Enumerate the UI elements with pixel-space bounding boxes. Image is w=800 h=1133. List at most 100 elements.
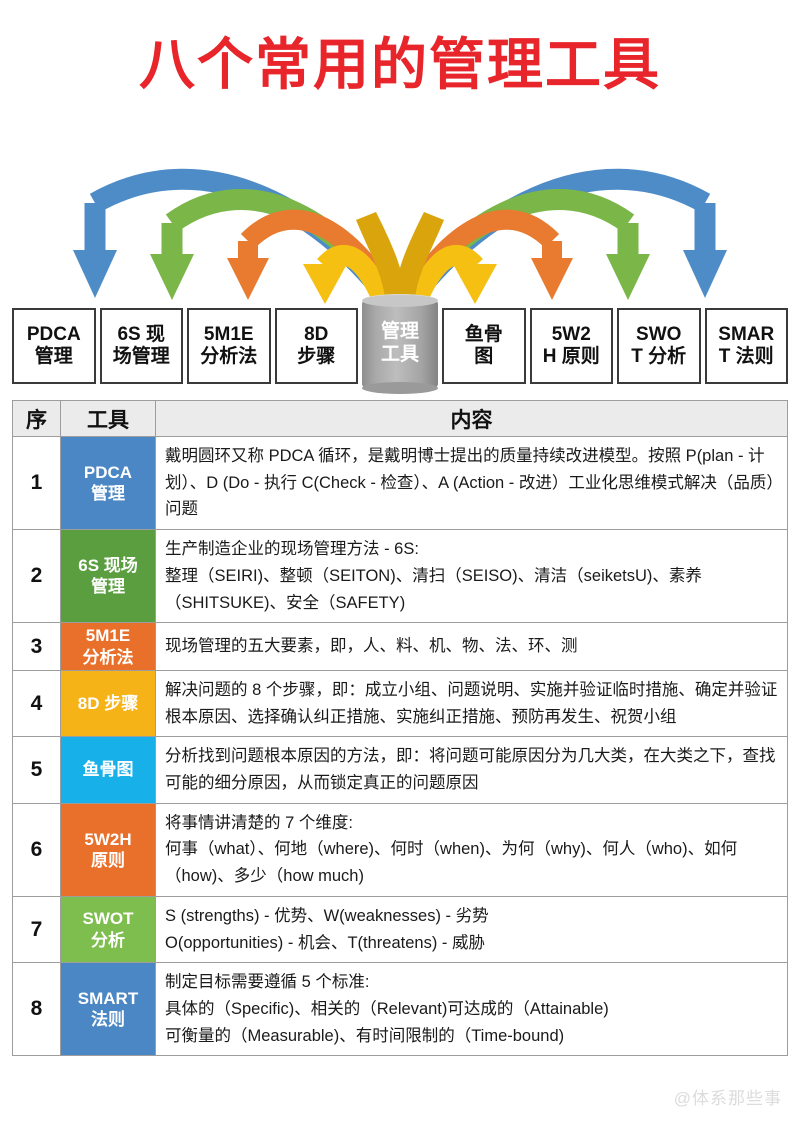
column-header-content: 内容 [155, 400, 788, 437]
row-tool-line1: SWOT [82, 909, 134, 929]
row-content-line: 分析找到问题根本原因的方法，即：将问题可能原因分为几大类，在大类之下，查找可能的… [165, 747, 776, 792]
table-row: 4 8D 步骤 解决问题的 8 个步骤，即：成立小组、问题说明、实施并验证临时措施、… [12, 669, 788, 738]
tool-box-6s-line1: 6S 现 [117, 323, 166, 345]
row-content-line: 可衡量的（Measurable)、有时间限制的（Time-bound) [165, 1026, 565, 1045]
row-content-line: 何事（what）、何地（where)、何时（when)、为何（why)、何人（w… [165, 840, 738, 886]
tool-box-8d-line2: 步骤 [297, 346, 336, 367]
arrow-yellow-right [405, 245, 497, 308]
row-content-line: 生产制造企业的现场管理方法 - 6S: [165, 540, 419, 559]
row-content: 生产制造企业的现场管理方法 - 6S: 整理（SEIRI)、整顿（SEITON)、… [155, 529, 788, 624]
row-tool-badge: 6S 现场管理 [60, 529, 156, 624]
watermark: @体系那些事 [673, 1089, 782, 1108]
center-node-line2: 工具 [380, 344, 419, 365]
row-seq: 6 [12, 802, 61, 897]
tool-box-swot-line1: SWO [636, 323, 682, 345]
tool-box-swot-line2: T 分析 [631, 346, 687, 367]
row-tool-line1: 5M1E [85, 626, 131, 646]
tool-box-5m1e[interactable]: 5M1E 分析法 [187, 308, 271, 384]
row-tool-line1: PDCA [83, 462, 133, 482]
row-tool-badge: 8D 步骤 [60, 669, 156, 738]
row-content-line: S (strengths) - 优势、W(weaknesses) - 劣势 [165, 906, 489, 925]
row-content-line: 制定目标需要遵循 5 个标准: [165, 973, 370, 992]
table-header-row: 序 工具 内容 [12, 400, 788, 437]
tool-box-pdca-line1: PDCA [26, 323, 81, 345]
page-title: 八个常用的管理工具 [139, 33, 661, 96]
row-content: 戴明圆环又称 PDCA 循环，是戴明博士提出的质量持续改进模型。按照 P(pla… [155, 435, 788, 531]
tool-box-6s[interactable]: 6S 现 场管理 [99, 308, 183, 384]
column-header-seq: 序 [12, 400, 61, 437]
row-seq: 8 [12, 962, 61, 1057]
row-tool-line2: 分析 [91, 930, 125, 950]
tool-box-5m1e-line1: 5M1E [203, 323, 254, 345]
row-content: 解决问题的 8 个步骤，即：成立小组、问题说明、实施并验证临时措施、确定并验证根… [155, 669, 788, 738]
row-content: S (strengths) - 优势、W(weaknesses) - 劣势 O(o… [155, 895, 788, 964]
row-tool-line1: 6S 现场 [78, 555, 138, 575]
tool-box-5m1e-line2: 分析法 [200, 346, 258, 367]
tool-box-fishbone-line1: 鱼骨 [464, 323, 503, 345]
tool-box-fishbone-line2: 图 [474, 346, 494, 367]
row-tool-line2: 管理 [91, 484, 125, 504]
arrow-fan-diagram [0, 108, 800, 308]
tool-box-5w2h-line1: 5W2 [551, 323, 591, 345]
tool-box-smart[interactable]: SMAR T 法则 [704, 308, 788, 384]
row-tool-line1: 8D 步骤 [77, 693, 139, 713]
tool-box-8d-line1: 8D [304, 323, 329, 345]
row-tool-line2: 法则 [91, 1010, 125, 1030]
row-content-line: 整理（SEIRI)、整顿（SEITON)、清扫（SEISO)、清洁（seiket… [165, 566, 702, 612]
center-node-line1: 管理 [380, 321, 419, 343]
center-node-management-tools: 管理 工具 [362, 294, 438, 394]
row-content-line: O(opportunities) - 机会、T(threatens) - 威胁 [165, 933, 485, 952]
row-content: 现场管理的五大要素，即，人、料、机、物、法、环、测 [155, 622, 788, 671]
row-tool-line2: 原则 [91, 850, 125, 870]
arrow-yellow-left [303, 245, 395, 308]
row-content-line: 具体的（Specific)、相关的（Relevant)可达成的（Attainab… [165, 1000, 609, 1018]
row-seq: 2 [12, 529, 61, 624]
row-tool-line1: SMART [77, 989, 139, 1009]
tool-box-smart-line2: T 法则 [718, 346, 774, 367]
tool-box-8d[interactable]: 8D 步骤 [274, 308, 358, 384]
tool-box-6s-line2: 场管理 [112, 346, 170, 367]
central-trunk [356, 212, 444, 308]
tool-box-pdca[interactable]: PDCA 管理 [12, 308, 96, 384]
row-content-line: 戴明圆环又称 PDCA 循环，是戴明博士提出的质量持续改进模型。按照 P(pla… [165, 447, 775, 519]
arrow-fan-svg [73, 168, 727, 308]
tool-box-5w2h-line2: H 原则 [542, 346, 600, 367]
tool-box-pdca-line2: 管理 [34, 346, 73, 367]
row-content-line: 解决问题的 8 个步骤，即：成立小组、问题说明、实施并验证临时措施、确定并验证根… [165, 680, 778, 726]
tool-box-swot[interactable]: SWO T 分析 [617, 308, 701, 384]
row-content: 制定目标需要遵循 5 个标准: 具体的（Specific)、相关的（Relevan… [155, 962, 788, 1057]
row-seq: 7 [12, 895, 61, 964]
row-content-line: 将事情讲清楚的 7 个维度: [165, 813, 353, 832]
tool-boxes-row: PDCA 管理 6S 现 场管理 5M1E 分析法 8D 步骤 管理 工具 鱼骨… [0, 294, 800, 400]
tool-box-fishbone[interactable]: 鱼骨 图 [442, 308, 526, 384]
row-tool-line1: 5W2H [84, 829, 132, 849]
row-tool-line1: 鱼骨图 [82, 760, 134, 780]
row-content: 将事情讲清楚的 7 个维度: 何事（what）、何地（where)、何时（when… [155, 802, 788, 897]
row-tool-line2: 分析法 [82, 647, 134, 667]
tool-box-5w2h[interactable]: 5W2 H 原则 [529, 308, 613, 384]
row-seq: 3 [12, 622, 61, 671]
row-content-line: 现场管理的五大要素，即，人、料、机、物、法、环、测 [165, 637, 578, 656]
column-header-tool: 工具 [60, 400, 156, 437]
row-content: 分析找到问题根本原因的方法，即：将问题可能原因分为几大类，在大类之下，查找可能的… [155, 736, 788, 804]
tool-box-smart-line1: SMAR [718, 323, 775, 345]
row-seq: 1 [12, 435, 61, 531]
row-tool-line2: 管理 [91, 577, 125, 597]
row-seq: 4 [12, 669, 61, 738]
row-tool-badge: 鱼骨图 [60, 736, 156, 804]
